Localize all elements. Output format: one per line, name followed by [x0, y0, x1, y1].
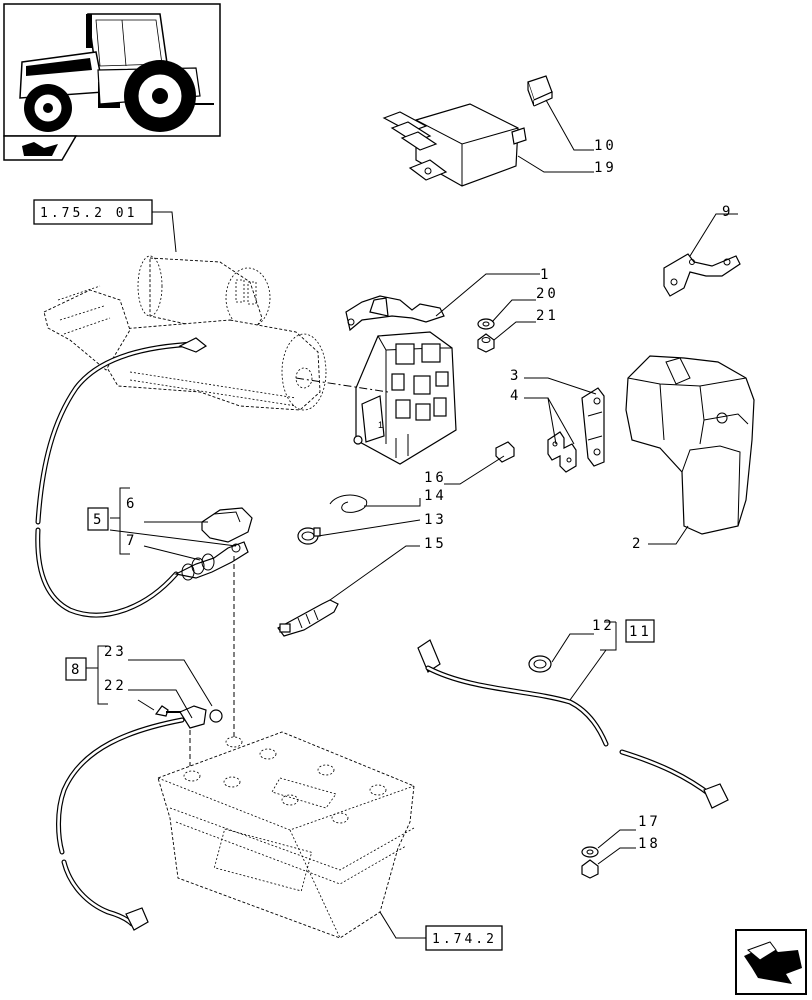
svg-text:1: 1	[378, 420, 383, 430]
callout-10: 10	[594, 138, 617, 154]
starter-cable	[35, 337, 208, 618]
callout-12: 12	[592, 618, 615, 634]
callout-11-box: 11	[625, 619, 655, 643]
callout-21: 21	[536, 308, 559, 324]
callout-17: 17	[638, 814, 661, 830]
fuse-4	[547, 431, 577, 473]
callout-7: 7	[126, 533, 137, 549]
callout-15: 15	[424, 536, 447, 552]
callout-2: 2	[632, 536, 643, 552]
callout-19: 19	[594, 160, 617, 176]
callout-9: 9	[722, 204, 733, 220]
terminal-15	[277, 599, 339, 637]
callout-1: 1	[540, 267, 551, 283]
ref-box-starter[interactable]: 1.75.2 01	[33, 199, 153, 225]
mini-fuse	[495, 441, 515, 463]
clamp-13	[297, 527, 321, 545]
bracket	[663, 253, 741, 297]
callout-20: 20	[536, 286, 559, 302]
control-module	[382, 103, 527, 187]
callout-4: 4	[510, 388, 521, 404]
cable-clip-14	[329, 494, 368, 513]
battery	[157, 731, 415, 939]
leader-lines	[86, 99, 738, 939]
nut-18	[581, 859, 599, 879]
ref-label-battery: 1.74.2	[432, 932, 497, 947]
callout-labels: 1 2 3 4 5 6 7 8 9 10 11 12 13 14 15 16 1…	[65, 138, 733, 852]
terminal-cover-6	[201, 507, 253, 543]
callout-6: 6	[126, 496, 137, 512]
callout-5: 5	[93, 512, 104, 528]
callout-22: 22	[104, 678, 127, 694]
callout-8-box: 8	[65, 657, 87, 681]
callout-5-box: 5	[87, 507, 109, 531]
callout-11: 11	[629, 624, 652, 640]
callout-23: 23	[104, 644, 127, 660]
positive-terminal-7	[174, 541, 249, 581]
callout-18: 18	[638, 836, 661, 852]
clamp-12	[528, 655, 552, 673]
harness-11	[417, 639, 729, 809]
washer-20	[477, 318, 495, 330]
fuse-holder: 1	[345, 295, 457, 465]
callout-13: 13	[424, 512, 447, 528]
callout-3: 3	[510, 368, 521, 384]
callout-14: 14	[424, 488, 447, 504]
negative-cable	[56, 717, 185, 931]
ref-label-starter: 1.75.2 01	[40, 206, 137, 221]
tractor-thumbnail-icon	[3, 3, 221, 137]
next-page-arrow-icon[interactable]	[735, 929, 807, 995]
callout-8: 8	[71, 662, 82, 678]
bolt-22	[154, 705, 184, 717]
callout-16: 16	[424, 470, 447, 486]
relay	[527, 75, 553, 107]
protective-cover	[625, 355, 755, 535]
negative-terminal	[179, 705, 223, 729]
fuse-3	[581, 387, 605, 467]
manual-book-icon	[3, 135, 78, 161]
washer-17	[581, 846, 599, 858]
starter-motor	[43, 255, 327, 411]
ref-box-battery[interactable]: 1.74.2	[425, 925, 503, 951]
nut-21	[477, 333, 495, 353]
